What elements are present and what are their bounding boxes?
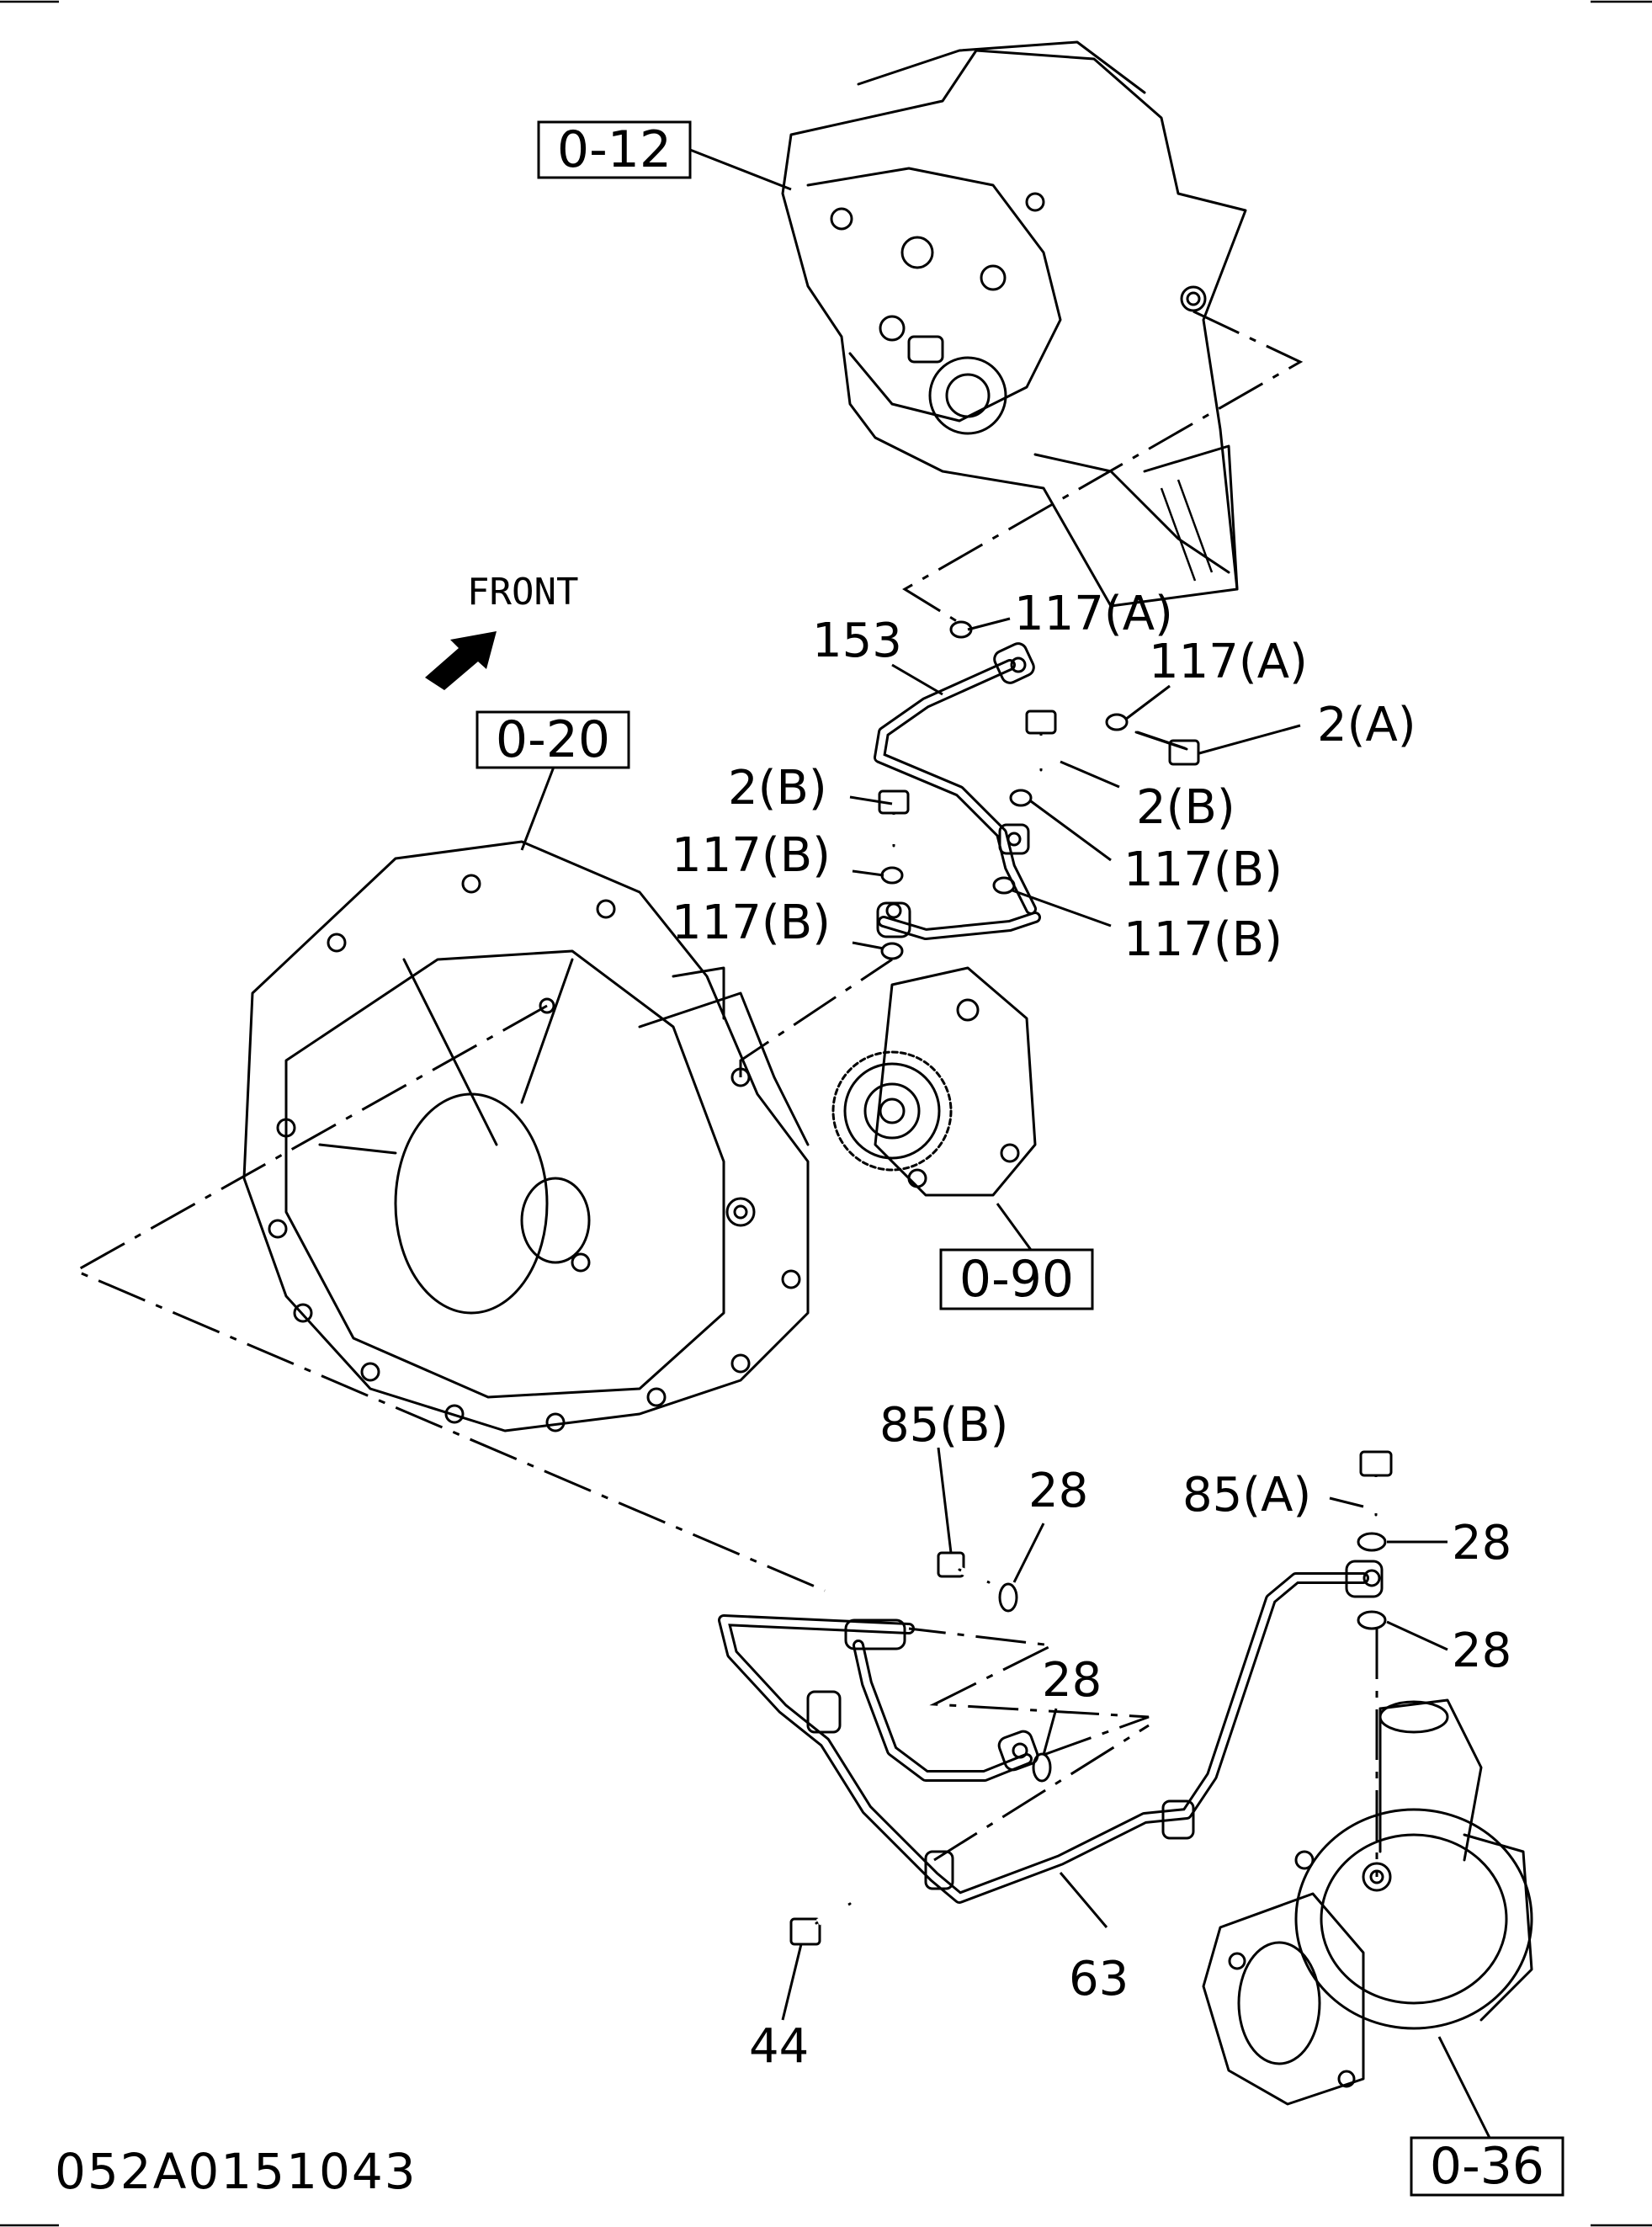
- callout-117a-2: 117(A): [1149, 635, 1308, 689]
- diagram-code: 052A0151043: [55, 2143, 417, 2200]
- callout-117a-1: 117(A): [1014, 587, 1173, 641]
- oil-pipe-63: [718, 1560, 1384, 1904]
- callout-2b-left: 2(B): [728, 761, 827, 816]
- fasteners: [789, 620, 1393, 1946]
- callout-85a: 85(A): [1182, 1468, 1311, 1523]
- callout-153: 153: [812, 614, 902, 668]
- callout-28-4: 28: [1042, 1653, 1102, 1708]
- callout-117b-3: 117(B): [672, 896, 831, 950]
- callout-labels: 117(A) 153 117(A) 2(A) 2(B) 2(B) 117(B) …: [672, 587, 1511, 2074]
- callout-63: 63: [1069, 1952, 1129, 2006]
- ref-box-0-12[interactable]: 0-12: [537, 120, 692, 179]
- ref-box-0-36[interactable]: 0-36: [1410, 2136, 1564, 2197]
- gear-pump-drawing: [831, 966, 1037, 1197]
- oil-pipe-153: [874, 642, 1041, 940]
- engine-block-drawing: [781, 40, 1247, 608]
- callout-85b: 85(B): [879, 1398, 1008, 1453]
- ref-box-0-12-label: 0-12: [557, 120, 672, 179]
- front-arrow-icon: [425, 631, 497, 690]
- ref-box-0-36-label: 0-36: [1430, 2137, 1544, 2196]
- callout-28-2: 28: [1452, 1516, 1511, 1571]
- turbocharger-drawing: [1202, 1698, 1533, 2106]
- ref-box-0-20-label: 0-20: [496, 710, 610, 769]
- ref-box-0-90-label: 0-90: [959, 1250, 1074, 1309]
- callout-44: 44: [749, 2019, 809, 2074]
- callout-2a: 2(A): [1317, 698, 1416, 752]
- callout-117b-4: 117(B): [1123, 912, 1283, 967]
- callout-117b-2: 117(B): [1123, 842, 1283, 897]
- ref-box-0-20[interactable]: 0-20: [475, 710, 630, 769]
- flywheel-housing-drawing: [242, 840, 810, 1432]
- leader-lines: [520, 148, 1491, 2139]
- front-label: FRONT: [467, 571, 578, 614]
- callout-28-1: 28: [1028, 1464, 1088, 1518]
- callout-28-3: 28: [1452, 1624, 1511, 1678]
- ref-box-0-90[interactable]: 0-90: [939, 1248, 1094, 1310]
- callout-117b-1: 117(B): [672, 828, 831, 883]
- callout-2b-right: 2(B): [1136, 780, 1235, 835]
